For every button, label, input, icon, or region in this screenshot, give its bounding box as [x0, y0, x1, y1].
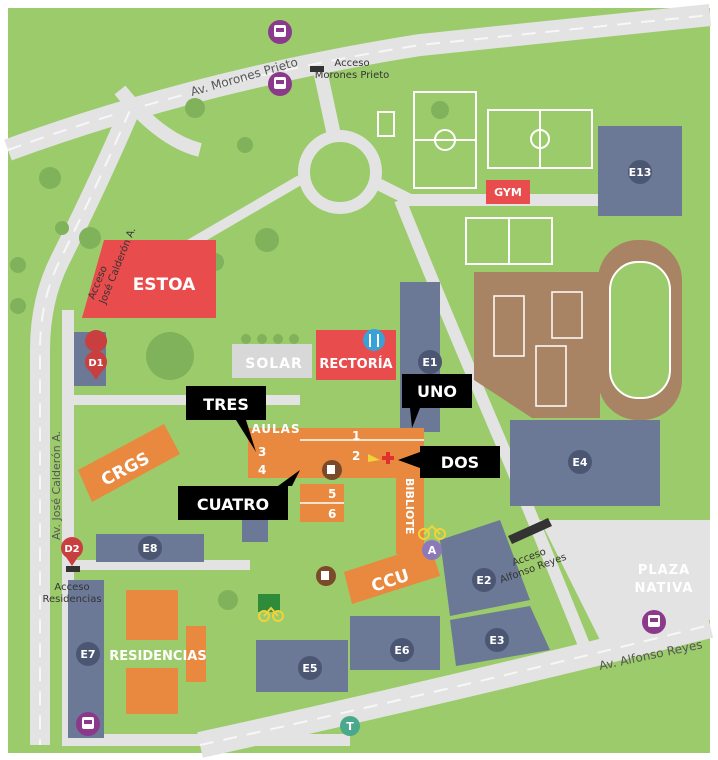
building-solar[interactable]	[232, 344, 312, 378]
residencia-2[interactable]	[126, 668, 178, 714]
svg-text:6: 6	[328, 507, 336, 521]
svg-text:E4: E4	[572, 456, 588, 469]
svg-text:E2: E2	[476, 574, 491, 587]
svg-text:Acceso: Acceso	[334, 58, 369, 69]
svg-text:PLAZA: PLAZA	[638, 563, 690, 578]
bus-icon[interactable]	[268, 72, 292, 96]
callout-tres: TRES	[186, 386, 266, 452]
svg-text:UNO: UNO	[417, 382, 457, 401]
marker-circles: E13 E1 E4 E2 E3 E5 E6 E7 E8	[76, 160, 652, 680]
svg-text:E13: E13	[629, 166, 652, 179]
residencia-1[interactable]	[126, 590, 178, 640]
marker-e7[interactable]: E7	[76, 642, 100, 666]
label-plaza-nativa: PLAZA NATIVA	[635, 563, 694, 596]
restaurant-icon[interactable]	[363, 329, 385, 351]
svg-text:1: 1	[352, 429, 360, 443]
road-calderon	[30, 106, 140, 745]
svg-text:E7: E7	[80, 648, 95, 661]
svg-text:E1: E1	[422, 356, 437, 369]
building-estoa[interactable]	[82, 240, 216, 318]
callout-uno: UNO	[402, 374, 472, 428]
svg-text:Residencias: Residencias	[42, 594, 101, 605]
bus-icon[interactable]	[642, 610, 666, 634]
marker-e6[interactable]: E6	[390, 638, 414, 662]
coffee-icon[interactable]	[316, 566, 336, 586]
label-solar: SOLAR	[245, 356, 303, 372]
svg-text:E3: E3	[489, 634, 504, 647]
svg-text:DOS: DOS	[441, 453, 479, 472]
marker-a[interactable]: A	[422, 540, 442, 560]
marker-d2[interactable]: D2	[61, 537, 83, 566]
svg-text:2: 2	[352, 449, 360, 463]
svg-text:CUATRO: CUATRO	[197, 495, 269, 514]
aula-numbers: 1 2 3 4 5 6	[258, 429, 360, 521]
bus-icon[interactable]	[76, 712, 100, 736]
label-biblioteca: BIBLIOTE	[403, 478, 416, 534]
callout-dos: DOS	[398, 446, 500, 478]
svg-text:E6: E6	[394, 644, 410, 657]
svg-text:NATIVA: NATIVA	[635, 581, 694, 596]
svg-text:D2: D2	[64, 544, 79, 555]
svg-text:5: 5	[328, 487, 336, 501]
bike-icon[interactable]	[418, 524, 446, 540]
marker-e13[interactable]: E13	[628, 160, 652, 184]
svg-text:3: 3	[258, 445, 266, 459]
marker-e4[interactable]: E4	[568, 450, 592, 474]
bus-icon[interactable]	[268, 20, 292, 44]
trees	[10, 98, 449, 610]
callout-cuatro: CUATRO	[178, 470, 300, 520]
building-biblioteca[interactable]	[396, 476, 424, 554]
marker-e2[interactable]: E2	[472, 568, 496, 592]
svg-text:4: 4	[258, 463, 266, 477]
svg-text:E5: E5	[302, 662, 317, 675]
label-estoa: ESTOA	[133, 275, 196, 295]
label-rectoria: RECTORÍA	[319, 356, 392, 372]
bike-icon[interactable]	[258, 606, 284, 622]
svg-text:Acceso: Acceso	[54, 582, 89, 593]
marker-t[interactable]: T	[340, 716, 360, 736]
coffee-icon[interactable]	[322, 460, 342, 480]
svg-text:T: T	[346, 720, 354, 733]
svg-text:Morones Prieto: Morones Prieto	[315, 70, 390, 81]
access-residencias-label: Acceso Residencias	[42, 582, 101, 605]
label-gym: GYM	[494, 186, 522, 199]
marker-e3[interactable]: E3	[485, 628, 509, 652]
svg-text:E8: E8	[142, 542, 157, 555]
soccer-fields	[377, 91, 593, 265]
sports-courts	[474, 272, 600, 418]
building-gym[interactable]	[486, 180, 530, 204]
building-ccu[interactable]	[344, 544, 440, 604]
building-e2[interactable]	[440, 520, 530, 616]
svg-text:D1: D1	[88, 358, 103, 369]
access-morones-label: Acceso Morones Prieto	[315, 58, 390, 81]
svg-text:A: A	[428, 544, 437, 557]
building-crgs[interactable]	[78, 424, 180, 502]
road-label-calderon-vert: Av. José Calderón A.	[50, 431, 63, 540]
label-aulas: AULAS	[251, 422, 300, 436]
road-alfonso	[197, 612, 714, 758]
svg-text:TRES: TRES	[203, 395, 249, 414]
label-residencias: RESIDENCIAS	[109, 649, 206, 664]
residencia-3[interactable]	[186, 626, 206, 682]
marker-d1[interactable]: D1	[85, 330, 108, 380]
marker-e1[interactable]: E1	[418, 350, 442, 374]
marker-e8[interactable]: E8	[138, 536, 162, 560]
marker-e5[interactable]: E5	[298, 656, 322, 680]
first-aid-icon[interactable]	[382, 452, 394, 464]
